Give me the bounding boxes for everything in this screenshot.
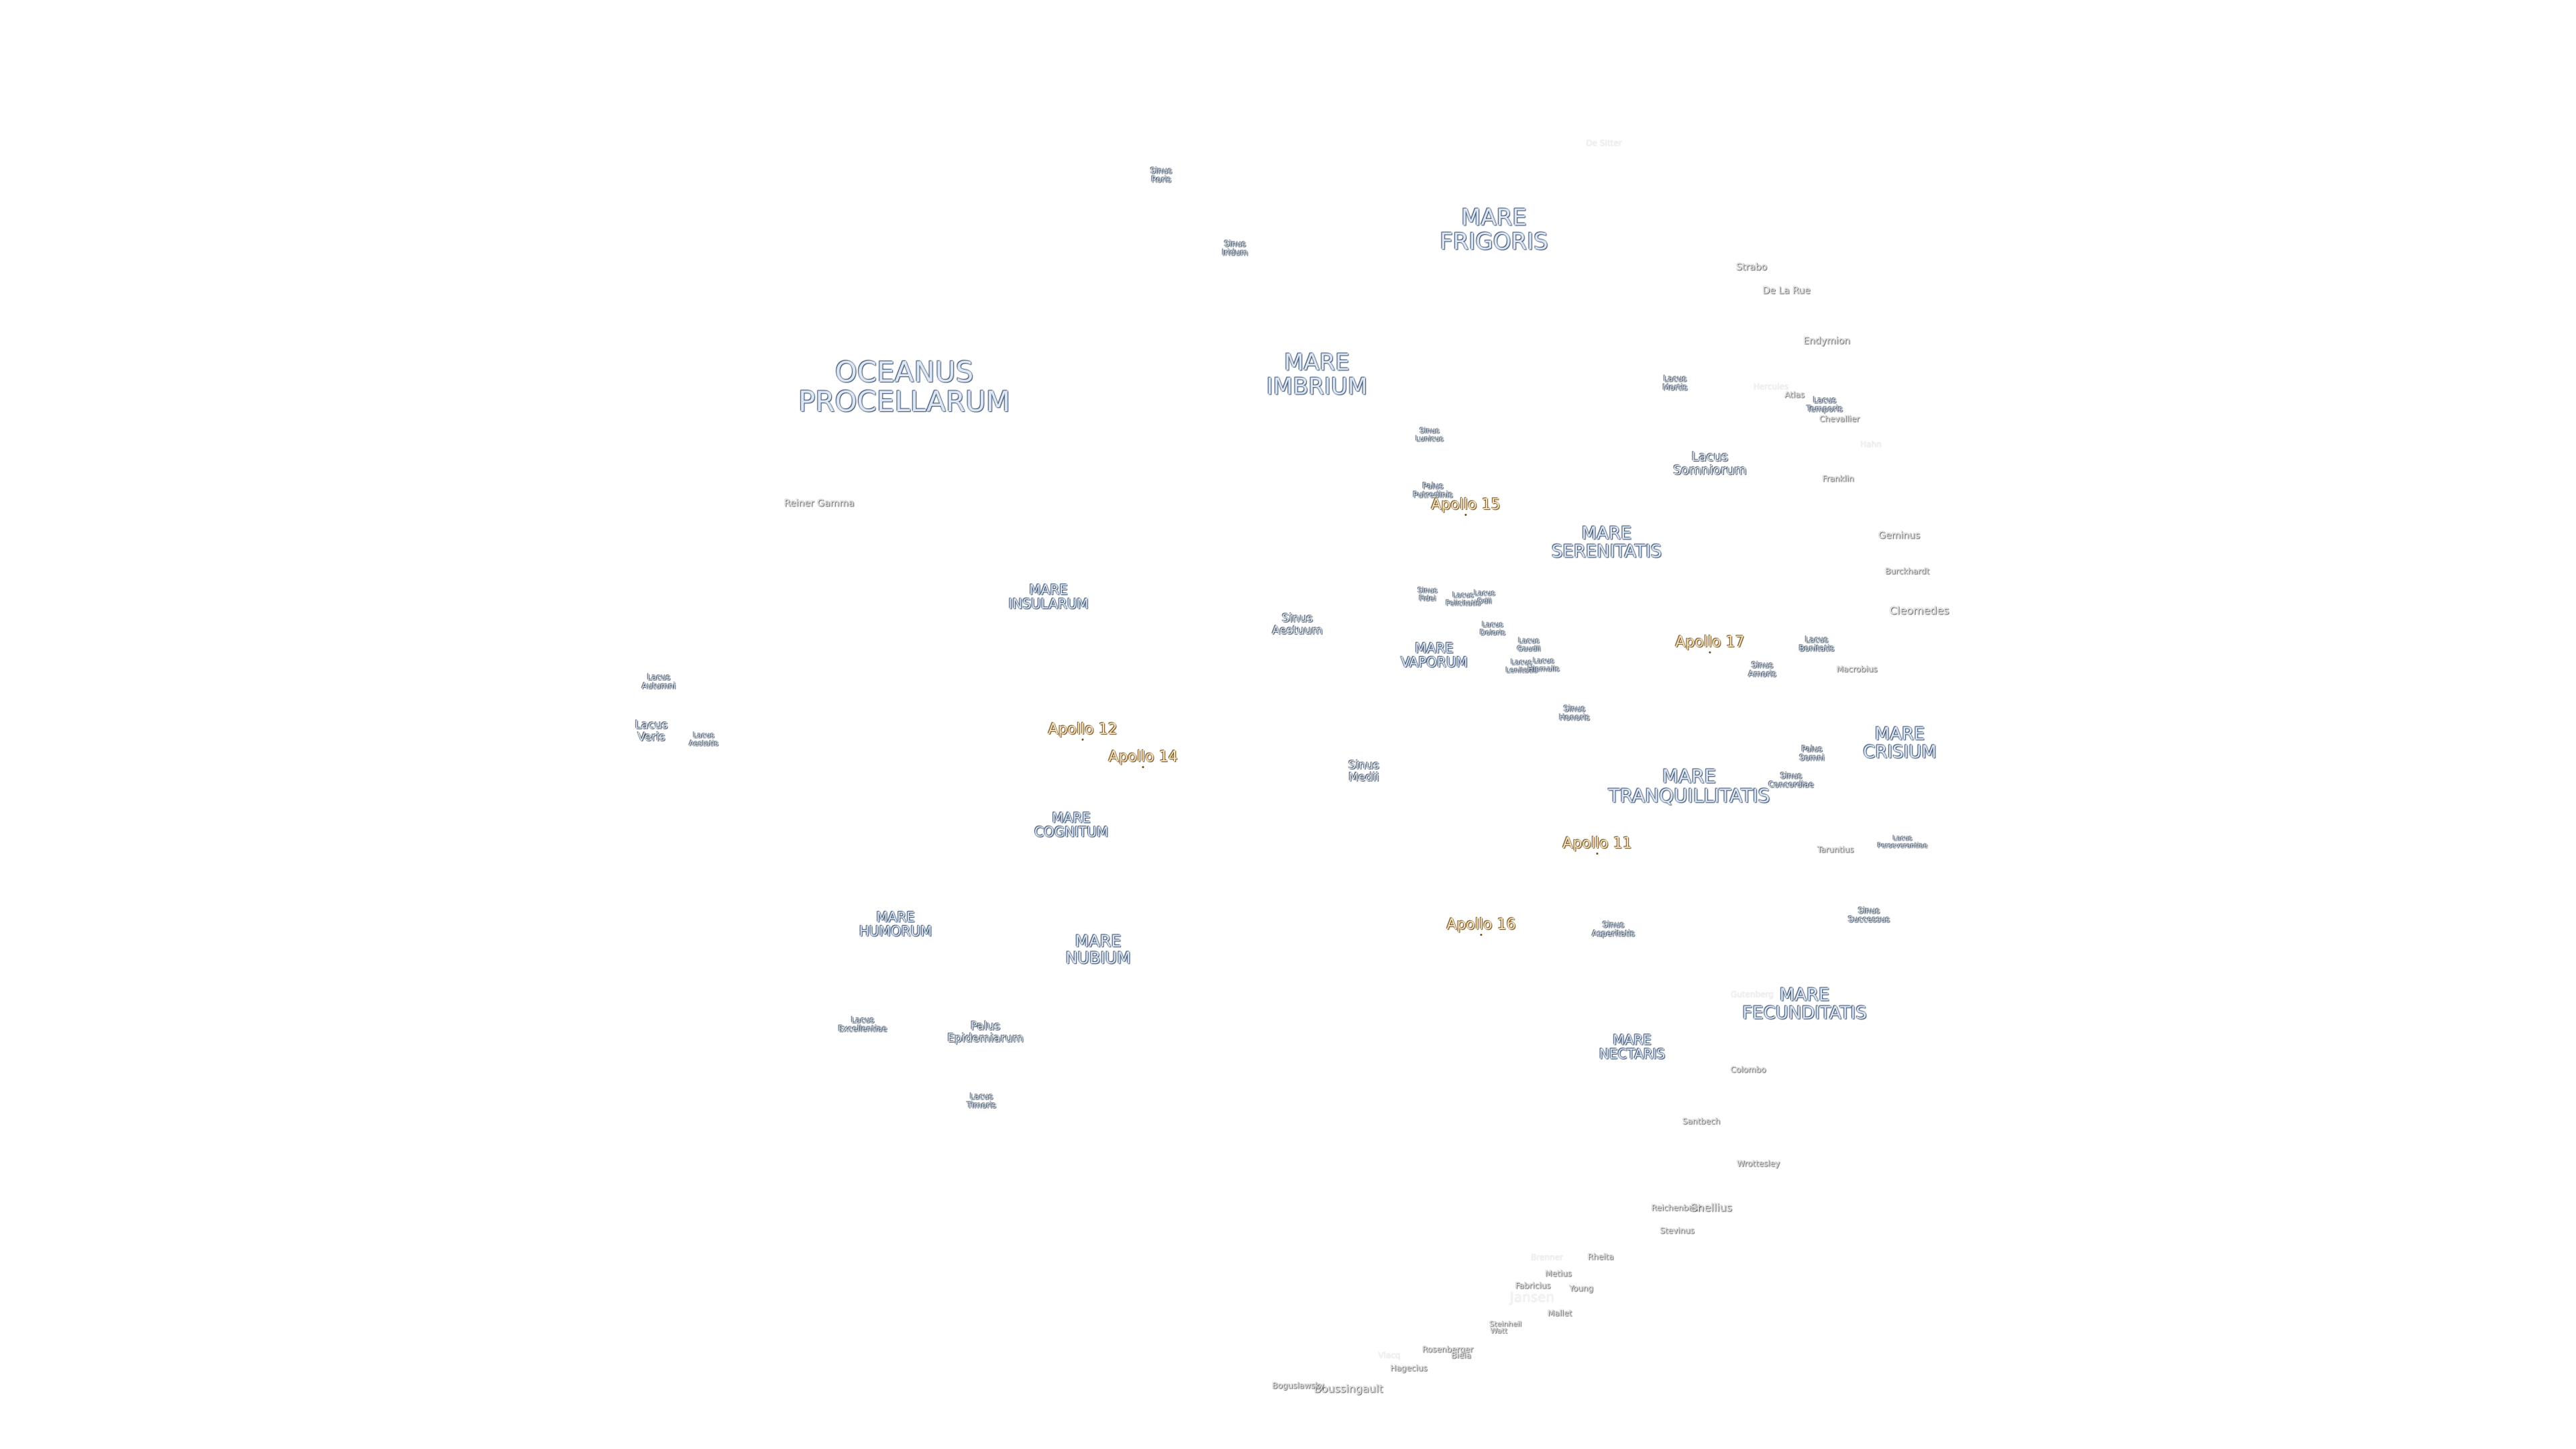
crater-label: Taruntius <box>1817 845 1854 855</box>
apollo-17-site[interactable]: Apollo 17 <box>1675 635 1744 653</box>
apollo-11-site[interactable]: Apollo 11 <box>1562 836 1631 855</box>
crater-label: Strabo <box>1735 262 1768 273</box>
crater-label: Biela <box>1451 1350 1471 1360</box>
crater-label: Young <box>1569 1283 1593 1293</box>
crater-label: Boussingault <box>1313 1382 1383 1395</box>
crater-label: Cleomedes <box>1889 604 1949 617</box>
crater-label: Steinheil <box>1489 1320 1521 1329</box>
crater-label: De La Rue <box>1762 285 1811 297</box>
crater-label: Burckhardt <box>1884 566 1930 576</box>
crater-label: Macrobius <box>1836 664 1878 674</box>
apollo-15-site[interactable]: Apollo 15 <box>1431 497 1500 516</box>
crater-label: Gutenberg <box>1731 989 1774 1000</box>
apollo-14-site[interactable]: Apollo 14 <box>1108 749 1177 768</box>
crater-label: Endymion <box>1803 335 1850 347</box>
apollo-16-site[interactable]: Apollo 16 <box>1446 917 1515 936</box>
crater-label: Reiner Gamma <box>784 498 855 509</box>
crater-label: Vlacq <box>1378 1350 1401 1360</box>
crater-label: Metius <box>1545 1269 1572 1279</box>
crater-label: Watt <box>1490 1326 1507 1336</box>
crater-label: Snellius <box>1690 1201 1732 1214</box>
crater-label: Hagecius <box>1390 1363 1428 1373</box>
crater-label: Mallet <box>1547 1308 1572 1318</box>
apollo-12-site[interactable]: Apollo 12 <box>1048 722 1117 741</box>
crater-label: De Sitter <box>1586 138 1622 148</box>
crater-label: Colombo <box>1730 1065 1766 1075</box>
crater-label: Boguslawsky <box>1272 1381 1324 1391</box>
crater-label: Rheita <box>1587 1252 1614 1262</box>
crater-label: Hahn <box>1860 439 1882 449</box>
crater-label: Rosenberger <box>1421 1344 1474 1354</box>
crater-label: Wrottesley <box>1736 1159 1780 1169</box>
crater-label: Brenner <box>1531 1252 1563 1263</box>
crater-label: Franklin <box>1822 474 1854 484</box>
crater-label: Stevinus <box>1660 1226 1695 1236</box>
crater-label: Chevallier <box>1819 414 1860 424</box>
crater-label: Fabricius <box>1515 1281 1551 1291</box>
crater-label: Santbech <box>1682 1116 1721 1126</box>
crater-label: Jansen <box>1509 1289 1555 1305</box>
crater-label: Reichenbach <box>1651 1203 1703 1213</box>
crater-label: Hercules <box>1753 382 1789 392</box>
crater-label: Geminus <box>1878 530 1921 541</box>
crater-label: Atlas <box>1784 390 1805 400</box>
